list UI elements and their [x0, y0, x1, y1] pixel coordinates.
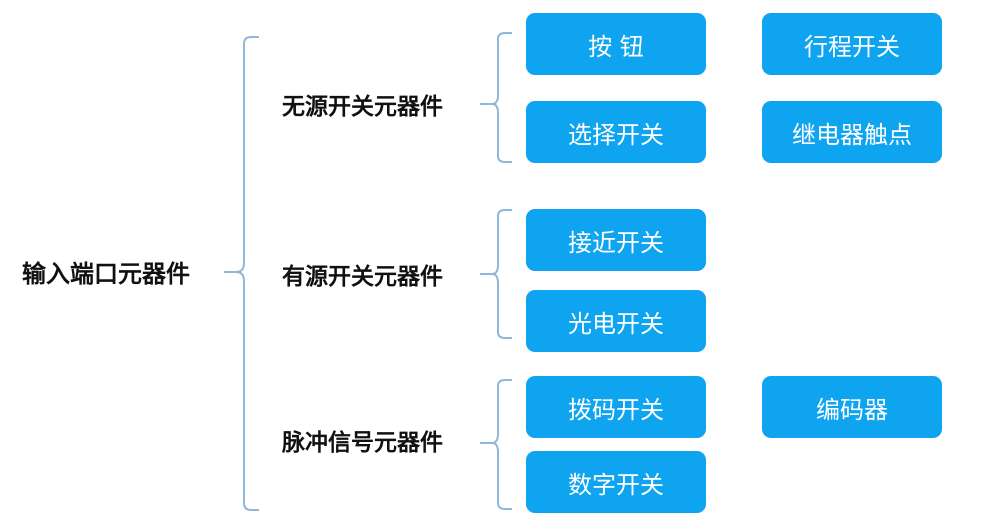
cat2-bracket	[480, 209, 512, 339]
cat1-bracket	[480, 32, 512, 163]
item-encoder-box: 编码器	[762, 376, 942, 438]
category-active-label: 有源开关元器件	[282, 264, 443, 290]
item-travel-switch-box: 行程开关	[762, 13, 942, 75]
root-label: 输入端口元器件	[22, 260, 190, 288]
item-photoelectric-switch-box: 光电开关	[526, 290, 706, 352]
root-bracket	[224, 36, 259, 511]
category-pulse-label: 脉冲信号元器件	[282, 430, 443, 456]
item-selector-switch-box: 选择开关	[526, 101, 706, 163]
category-passive-label: 无源开关元器件	[282, 94, 443, 120]
item-dip-switch-box: 拨码开关	[526, 376, 706, 438]
item-digital-switch-box: 数字开关	[526, 451, 706, 513]
cat3-bracket	[480, 379, 512, 510]
item-relay-contact-box: 继电器触点	[762, 101, 942, 163]
item-proximity-switch-box: 接近开关	[526, 209, 706, 271]
item-button-box: 按 钮	[526, 13, 706, 75]
